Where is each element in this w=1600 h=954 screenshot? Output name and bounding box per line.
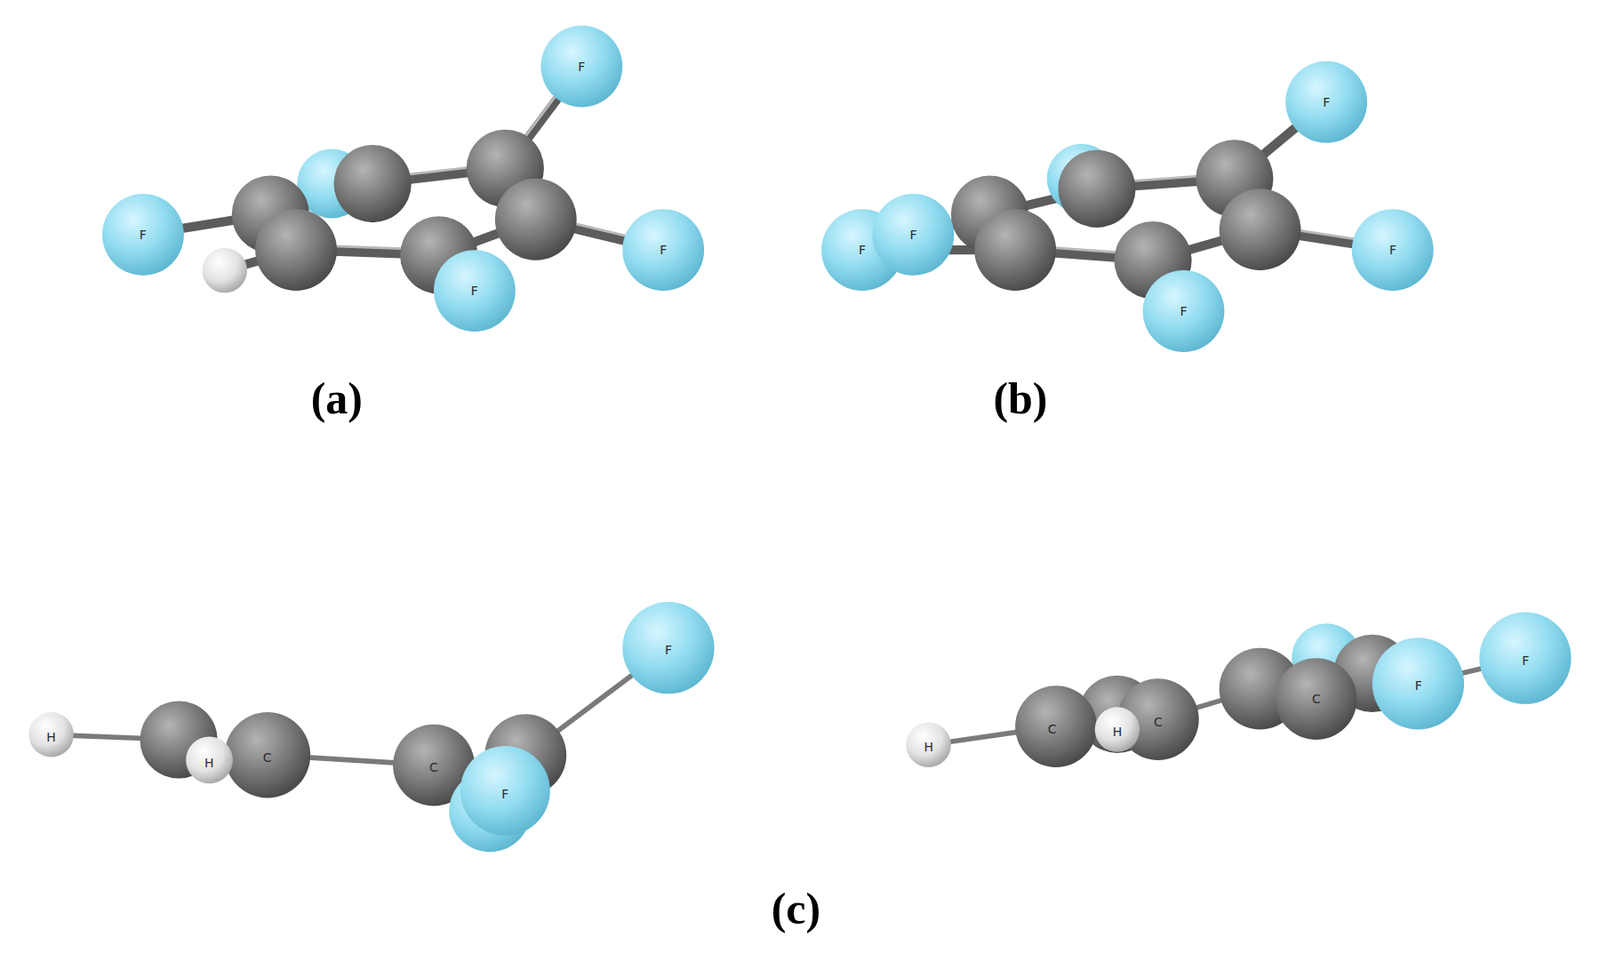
molecule-c-right (905, 612, 1571, 768)
atom-label: F (501, 787, 509, 800)
panel-label: (a) (311, 376, 363, 421)
atom-label: F (909, 228, 917, 241)
atom-label: F (1322, 96, 1330, 109)
atom-label: F (139, 228, 147, 241)
atom-label: F (1389, 243, 1397, 256)
atom-label: C (1153, 715, 1163, 728)
atom-label: H (46, 730, 56, 744)
panel-label: (b) (992, 376, 1048, 421)
atom-label: F (1180, 304, 1188, 318)
atom-label: C (429, 760, 439, 774)
molecule-b (821, 61, 1434, 352)
atom-label: C (263, 751, 272, 764)
atom-label: H (204, 756, 215, 769)
molecule-a (102, 25, 704, 332)
atom-label: F (1415, 679, 1423, 692)
atom-label: C (1048, 722, 1057, 736)
atom-label: F (659, 243, 667, 256)
atom-label: F (577, 60, 585, 73)
atom-label: H (1112, 725, 1123, 738)
atom-label: C (1312, 692, 1321, 705)
molecule-c-left (28, 601, 714, 852)
atom-label: F (858, 243, 866, 256)
atom-label: H (923, 740, 934, 753)
atom-label: F (471, 284, 479, 297)
atom-label: F (664, 643, 672, 656)
panel-label: (c) (771, 886, 822, 931)
atom-label: F (1521, 654, 1529, 667)
